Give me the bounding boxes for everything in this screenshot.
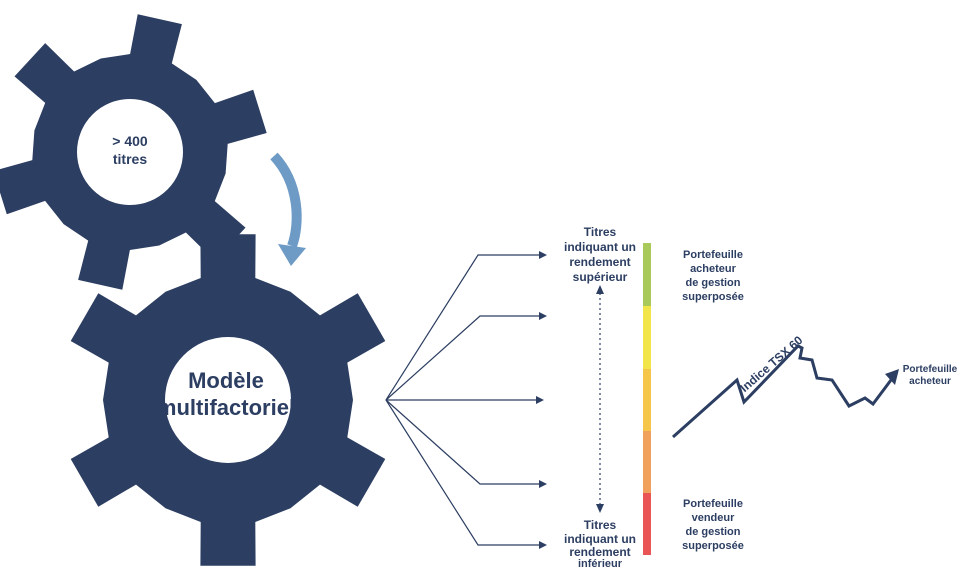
portfolio-arrowhead [885, 369, 899, 385]
buyer-portfolio-line2: acheteur [909, 376, 951, 387]
buyer-overlay-label: Portefeuille acheteur de gestion superpo… [682, 249, 744, 303]
buyer-portfolio-line1: Portefeuille [903, 364, 957, 375]
buyer-overlay-line1: Portefeuille [683, 249, 743, 261]
seller-overlay-line4: superposée [682, 540, 744, 552]
seller-overlay-line3: de gestion [685, 526, 740, 538]
buyer-overlay-line4: superposée [682, 291, 744, 303]
index-performance-line [672, 344, 896, 439]
bottom-performers-label: Titres indiquant un rendement inférieur [564, 518, 636, 568]
top-performers-label: Titres indiquant un rendement supérieur [564, 225, 636, 284]
small-gear-label-line2: titres [113, 151, 147, 167]
seller-overlay-label: Portefeuille vendeur de gestion superpos… [682, 498, 744, 552]
seller-overlay-line1: Portefeuille [683, 498, 743, 510]
bar-segment-yellow [643, 306, 651, 369]
ranking-dotted-arrow [596, 285, 604, 513]
bar-segment-amber [643, 369, 651, 431]
top-label-line4: supérieur [573, 270, 628, 284]
large-gear-label-line2: multifactoriel [157, 395, 295, 420]
buyer-overlay-line2: acheteur [690, 263, 737, 275]
index-line-label: Indice TSX 60 [737, 333, 805, 395]
line-arrowheads [536, 251, 547, 549]
bottom-label-line3: rendement [569, 545, 630, 559]
ranking-color-bar [643, 243, 651, 555]
top-label-line1: Titres [584, 225, 617, 239]
large-gear-label-line1: Modèle [188, 368, 264, 393]
buyer-overlay-line3: de gestion [685, 277, 740, 289]
small-gear: > 400 titres [0, 14, 267, 290]
top-label-line3: rendement [569, 255, 630, 269]
bar-segment-orange [643, 431, 651, 493]
stock-sorting-lines [385, 254, 540, 546]
large-gear: Modèle multifactoriel [70, 234, 386, 566]
bar-segment-red [643, 493, 651, 555]
flow-arrow [270, 152, 306, 266]
top-label-line2: indiquant un [564, 240, 636, 254]
bottom-label-line1: Titres [584, 518, 617, 532]
bottom-label-line2: indiquant un [564, 532, 636, 546]
seller-overlay-line2: vendeur [692, 512, 736, 524]
index-chart: Indice TSX 60 [672, 333, 899, 439]
bar-segment-green [643, 243, 651, 306]
bottom-label-line4: inférieur [578, 558, 623, 568]
small-gear-label-line1: > 400 [112, 133, 148, 149]
buyer-portfolio-label: Portefeuille acheteur [903, 364, 957, 387]
